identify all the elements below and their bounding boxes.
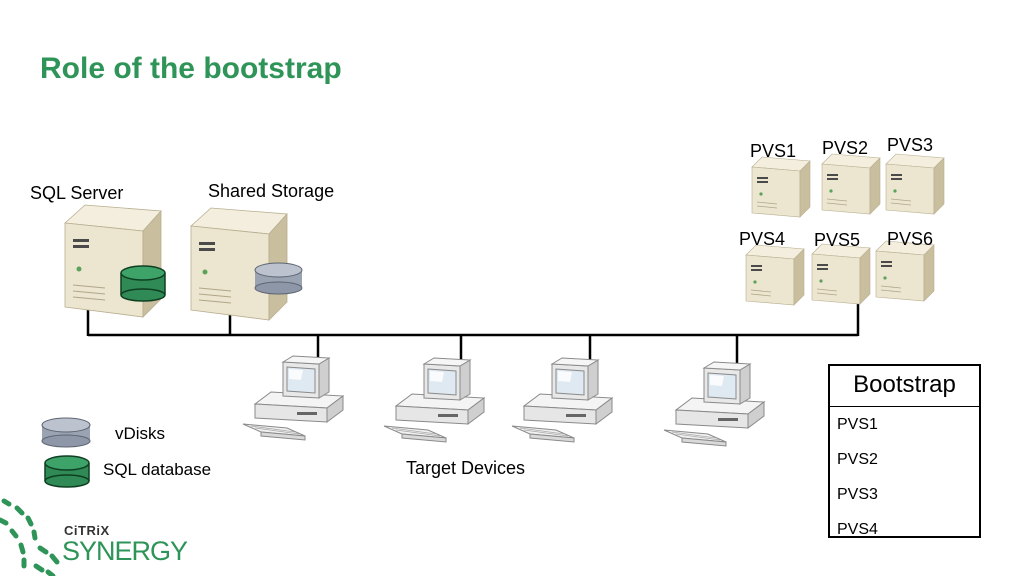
pvs6-server-icon xyxy=(875,240,935,302)
pvs4-label: PVS4 xyxy=(739,229,786,249)
target-devices-label: Target Devices xyxy=(406,458,526,478)
target-device-4-icon xyxy=(663,361,765,447)
pvs2-label: PVS2 xyxy=(822,138,869,158)
brand-citrix-text: CiTRiX xyxy=(64,523,110,538)
target-device-3-icon xyxy=(511,357,613,443)
shared-storage-label: Shared Storage xyxy=(208,181,335,201)
pvs6-label: PVS6 xyxy=(887,229,934,249)
bootstrap-row: PVS4 xyxy=(837,521,878,538)
pvs5-server-icon xyxy=(811,243,871,305)
target-device-1-icon xyxy=(242,355,344,441)
vdisk-icon xyxy=(254,262,303,295)
sql-database-icon xyxy=(120,265,166,302)
sql-server-label: SQL Server xyxy=(30,183,124,203)
pvs1-server-icon xyxy=(751,156,811,218)
bootstrap-row: PVS3 xyxy=(837,486,878,503)
pvs3-label: PVS3 xyxy=(887,135,934,155)
legend-sql-database-label: SQL database xyxy=(103,460,212,479)
pvs5-label: PVS5 xyxy=(814,230,861,250)
pvs2-server-icon xyxy=(821,153,881,215)
bootstrap-row: PVS2 xyxy=(837,451,878,468)
target-device-2-icon xyxy=(383,357,485,443)
pvs1-label: PVS1 xyxy=(750,141,797,161)
page-title: Role of the bootstrap xyxy=(40,52,342,85)
legend-vdisks-label: vDisks xyxy=(115,424,166,443)
bootstrap-row: PVS1 xyxy=(837,416,878,433)
bootstrap-table: Bootstrap PVS1 PVS2 PVS3 PVS4 xyxy=(828,364,981,538)
pvs3-server-icon xyxy=(885,153,945,215)
pvs4-server-icon xyxy=(745,244,805,306)
brand-synergy-text: SYNERGY xyxy=(62,536,188,566)
legend-vdisk-icon xyxy=(41,417,91,448)
legend-sql-database-icon xyxy=(44,455,90,488)
citrix-synergy-logo-icon xyxy=(0,498,60,576)
bootstrap-table-header: Bootstrap xyxy=(830,366,979,407)
